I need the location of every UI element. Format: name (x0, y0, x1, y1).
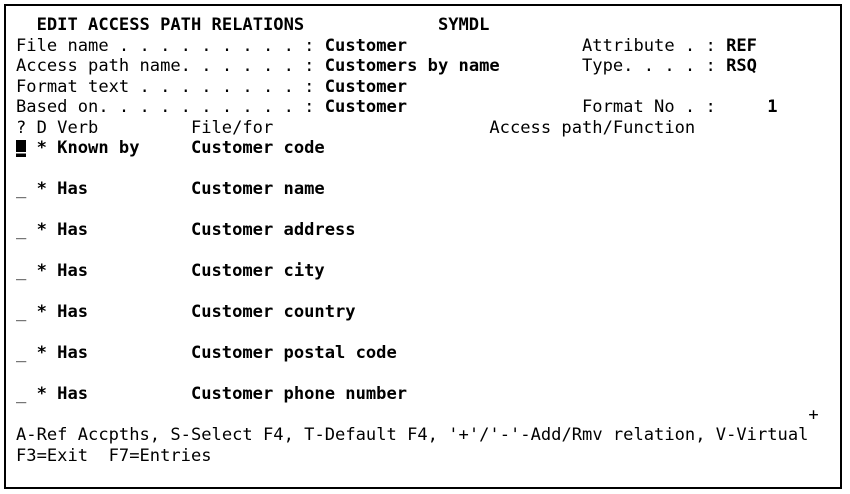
relation-select-input[interactable]: _ (16, 179, 27, 199)
more-indicator-row: + (16, 405, 840, 426)
more-indicator: + (808, 404, 819, 425)
field-row-access-path: Access path name. . . . . . : Customers … (16, 56, 840, 77)
relation-object: Customer code (190, 138, 325, 158)
relation-object: Customer country (190, 302, 356, 322)
relation-select-input[interactable]: _ (16, 302, 27, 322)
relation-select-input[interactable]: _ (16, 343, 27, 363)
relation-row-has-phone-number: _ * Has Customer phone number (16, 384, 840, 405)
table-header-row: ? D Verb File/for Access path/Function (16, 118, 840, 139)
terminal-screen: EDIT ACCESS PATH RELATIONS SYMDL File na… (4, 4, 842, 489)
relation-row-has-city: _ * Has Customer city (16, 261, 840, 282)
relation-verb: * Has (36, 384, 89, 404)
title-row: EDIT ACCESS PATH RELATIONS SYMDL (16, 15, 840, 36)
cursor[interactable] (16, 140, 27, 157)
attribute-label: Attribute . : (582, 35, 716, 56)
type-label: Type. . . . : (582, 56, 716, 76)
relation-verb: * Has (36, 179, 89, 199)
column-header-select-verb: ? D Verb (16, 117, 99, 138)
relation-row-has-address: _ * Has Customer address (16, 220, 840, 241)
relation-row-has-postal-code: _ * Has Customer postal code (16, 343, 840, 364)
based-on-label: Based on. . . . . . . . . . : (16, 97, 315, 117)
relation-verb: * Has (36, 261, 89, 281)
format-text-label: Format text . . . . . . . . : (16, 76, 315, 97)
relation-row-has-country: _ * Has Customer country (16, 302, 840, 323)
access-path-name-label: Access path name. . . . . . : (16, 56, 315, 76)
file-name-value: Customer (324, 35, 408, 56)
based-on-value: Customer (324, 97, 408, 117)
relation-object: Customer city (190, 261, 325, 281)
file-name-label: File name . . . . . . . . . : (16, 35, 315, 56)
type-value: RSQ (726, 56, 757, 76)
relation-object: Customer name (190, 179, 325, 199)
relation-object: Customer phone number (190, 384, 408, 404)
footer-fkeys-row: F3=Exit F7=Entries (16, 446, 840, 467)
field-row-based-on: Based on. . . . . . . . . . : Customer F… (16, 97, 840, 118)
relation-verb: * Known by (36, 138, 140, 158)
column-header-access-path-function: Access path/Function (489, 117, 696, 138)
format-no-value: 1 (767, 97, 778, 117)
footer-fkeys-text: F3=Exit F7=Entries (16, 445, 212, 466)
footer-options-text: A-Ref Accpths, S-Select F4, T-Default F4… (16, 425, 809, 445)
relation-select-input[interactable]: _ (16, 220, 27, 240)
relation-row-has-name: _ * Has Customer name (16, 179, 840, 200)
relation-select-input[interactable]: _ (16, 261, 27, 281)
relation-select-input[interactable]: _ (16, 384, 27, 404)
attribute-value: REF (726, 35, 757, 56)
screen-title: EDIT ACCESS PATH RELATIONS (36, 15, 305, 35)
format-no-label: Format No . : (582, 97, 716, 117)
relation-row-known-by: * Known by Customer code (16, 138, 840, 159)
relation-verb: * Has (36, 220, 89, 240)
relation-object: Customer address (190, 220, 356, 240)
field-row-format-text: Format text . . . . . . . . : Customer (16, 77, 840, 98)
column-header-file-for: File/for (190, 117, 274, 138)
relation-verb: * Has (36, 343, 89, 363)
relation-verb: * Has (36, 302, 89, 322)
field-row-file-name: File name . . . . . . . . . : Customer A… (16, 36, 840, 57)
format-text-value: Customer (324, 76, 408, 97)
relation-object: Customer postal code (190, 343, 397, 363)
footer-options-row: A-Ref Accpths, S-Select F4, T-Default F4… (16, 425, 840, 446)
system-id: SYMDL (437, 15, 490, 35)
access-path-name-value: Customers by name (324, 56, 500, 76)
